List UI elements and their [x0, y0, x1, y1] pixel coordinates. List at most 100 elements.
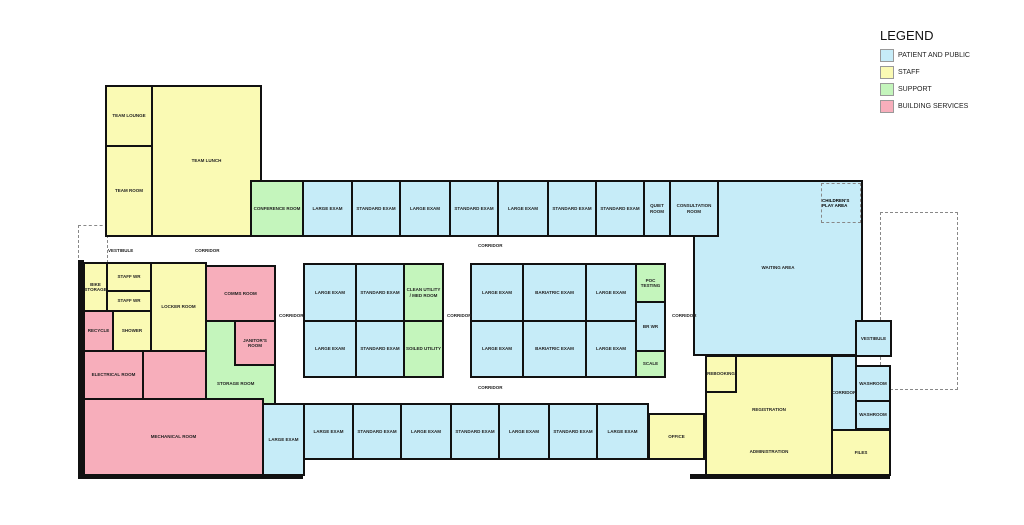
- room-label: STANDARD EXAM: [455, 428, 495, 434]
- room-label: LARGE EXAM: [410, 428, 441, 434]
- room-janitor: JANITOR'S ROOM: [234, 320, 276, 366]
- room-label: CORRIDOR: [831, 390, 857, 396]
- room-large-exam: LARGE EXAM: [303, 320, 357, 378]
- room-br-wr: BR WR: [635, 301, 666, 352]
- room-large-exam: LARGE EXAM: [399, 180, 451, 237]
- room-washroom: WASHROOM: [855, 400, 891, 430]
- room-label: STANDARD EXAM: [356, 205, 396, 211]
- room-standard-exam: STANDARD EXAM: [355, 320, 405, 378]
- room-team-lunch: TEAM LUNCH: [151, 85, 262, 237]
- room-standard-exam: STANDARD EXAM: [355, 263, 405, 322]
- room-label: LARGE EXAM: [508, 428, 539, 434]
- room-label: WAITING AREA: [761, 265, 795, 271]
- room-label: STAFF WR: [117, 274, 141, 280]
- room-label: FILES: [854, 449, 868, 455]
- room-standard-exam: STANDARD EXAM: [352, 403, 402, 460]
- room-label: SCALE: [642, 361, 659, 367]
- room-label: LARGE EXAM: [481, 346, 512, 352]
- room-label: STANDARD EXAM: [454, 205, 494, 211]
- room-large-exam: LARGE EXAM: [303, 263, 357, 322]
- room-electrical: ELECTRICAL ROOM: [83, 350, 144, 400]
- swatch: [880, 83, 894, 96]
- room-large-exam: LARGE EXAM: [470, 263, 524, 322]
- children-play-area: CHILDREN'S PLAY AREA: [821, 183, 861, 223]
- room-bike-storage: BIKE STORAGE: [83, 262, 108, 312]
- room-standard-exam: STANDARD EXAM: [548, 403, 598, 460]
- room-comms: COMMS ROOM: [205, 265, 276, 322]
- room-bariatric-exam: BARIATRIC EXAM: [522, 320, 587, 378]
- room-label: BARIATRIC EXAM: [535, 289, 574, 295]
- room-vestibule-east: VESTIBULE: [855, 320, 892, 357]
- room-label: STANDARD EXAM: [552, 205, 592, 211]
- room-label: LARGE EXAM: [313, 428, 344, 434]
- room-label: STAFF WR: [117, 298, 141, 304]
- swatch: [880, 66, 894, 79]
- room-label: STANDARD EXAM: [600, 205, 640, 211]
- corridor-label: CORRIDOR: [195, 248, 220, 253]
- room-label: COMMS ROOM: [224, 290, 257, 296]
- room-label: JANITOR'S ROOM: [243, 337, 267, 348]
- room-label: MECHANICAL ROOM: [150, 434, 197, 440]
- room-label: LARGE EXAM: [314, 346, 345, 352]
- exterior-wall: [78, 260, 84, 478]
- room-poc-testing: POC TESTING: [635, 263, 666, 303]
- room-standard-exam: STANDARD EXAM: [547, 180, 597, 237]
- room-large-exam: LARGE EXAM: [400, 403, 452, 460]
- room-label: REBOOKING: [707, 371, 735, 377]
- room-registration-administration: REGISTRATION ADMINISTRATION: [705, 355, 833, 476]
- room-standard-exam: STANDARD EXAM: [595, 180, 645, 237]
- legend-label: STAFF: [898, 69, 920, 76]
- room-label: RECYCLE: [87, 328, 110, 334]
- room-label: BARIATRIC EXAM: [535, 346, 574, 352]
- room-team-lounge: TEAM LOUNGE: [105, 85, 153, 147]
- room-label: CLEAN UTILITY / MED ROOM: [406, 287, 441, 298]
- room-label: LARGE EXAM: [314, 289, 345, 295]
- exterior-wall: [78, 474, 303, 479]
- room-large-exam: LARGE EXAM: [497, 180, 549, 237]
- room-clean-utility: CLEAN UTILITY / MED ROOM: [403, 263, 444, 322]
- room-large-exam: LARGE EXAM: [302, 180, 353, 237]
- room-label: SOILED UTILITY: [406, 346, 442, 352]
- corridor-label: CORRIDOR: [478, 243, 503, 248]
- room-rebooking: REBOOKING: [705, 355, 737, 393]
- vestibule-canopy-outline: [78, 225, 108, 263]
- room-label: CONFERENCE ROOM: [253, 205, 301, 211]
- legend-label: BUILDING SERVICES: [898, 103, 969, 110]
- room-label: TEAM ROOM: [115, 188, 143, 194]
- legend-item-staff: STAFF: [880, 66, 970, 79]
- room-mechanical: MECHANICAL ROOM: [83, 398, 264, 476]
- room-large-exam: LARGE EXAM: [585, 263, 637, 322]
- room-soiled-utility: SOILED UTILITY: [403, 320, 444, 378]
- room-label: OFFICE: [668, 433, 685, 439]
- room-label: STANDARD EXAM: [360, 346, 400, 352]
- administration-label: ADMINISTRATION: [749, 449, 789, 455]
- room-office: OFFICE: [648, 413, 705, 460]
- room-label: LARGE EXAM: [409, 205, 440, 211]
- room-standard-exam: STANDARD EXAM: [450, 403, 500, 460]
- swatch: [880, 49, 894, 62]
- legend-title: LEGEND: [880, 28, 934, 43]
- room-mechanical-upper: [142, 350, 207, 400]
- room-bariatric-exam: BARIATRIC EXAM: [522, 263, 587, 322]
- legend-item-patient-public: PATIENT AND PUBLIC: [880, 49, 970, 62]
- room-washroom: WASHROOM: [855, 365, 891, 402]
- room-large-exam: LARGE EXAM: [498, 403, 550, 460]
- room-label: LARGE EXAM: [607, 428, 638, 434]
- room-label: WASHROOM: [859, 412, 887, 418]
- room-shower: SHOWER: [112, 310, 152, 352]
- room-standard-exam: STANDARD EXAM: [351, 180, 401, 237]
- room-label: QUIET ROOM: [650, 203, 664, 214]
- room-label: WASHROOM: [859, 380, 887, 386]
- room-label: LARGE EXAM: [268, 436, 299, 442]
- room-label: LARGE EXAM: [507, 205, 538, 211]
- corridor-label: CORRIDOR: [672, 313, 697, 318]
- room-standard-exam: STANDARD EXAM: [449, 180, 499, 237]
- room-corridor-east: CORRIDOR: [831, 355, 857, 431]
- room-label: STANDARD EXAM: [553, 428, 593, 434]
- room-label: VESTIBULE: [860, 335, 887, 341]
- legend-item-building-services: BUILDING SERVICES: [880, 100, 970, 113]
- registration-label: REGISTRATION: [752, 406, 786, 412]
- exterior-canopy-outline: [880, 212, 958, 390]
- room-recycle: RECYCLE: [83, 310, 114, 352]
